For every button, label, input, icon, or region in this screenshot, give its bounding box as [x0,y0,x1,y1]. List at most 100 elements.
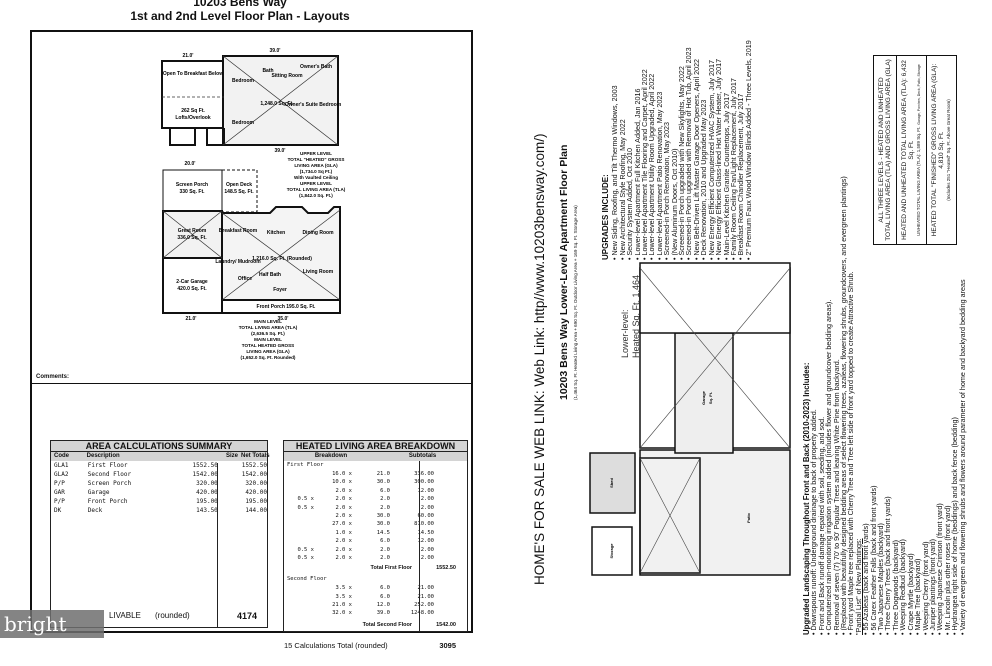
upgrades-title: UPGRADES INCLUDE: [601,174,610,260]
lower-level-page: HOME'S FOR SALE WEB LINK: Web Link: http… [490,0,992,638]
table-cell [284,520,314,528]
loft-area: 262 Sq Ft. [181,108,205,114]
patio-label: Patio [746,513,751,523]
table-cell: 2.00 [420,504,434,511]
first-total: 1552.50 [436,565,456,572]
table-cell: Second Floor [87,471,132,478]
level-note: TOTAL HEATED GROSS [242,343,295,348]
table-cell [284,512,314,520]
table-cell: 2.0 x [335,496,352,503]
list-item: • 2" Premium Faux Wood Window Blinds Add… [743,40,753,260]
lower-level-floor-plan: Storage Shed Garage Patio Sq. Ft. [589,262,791,576]
upper-area: 1,248.0 Sq. Ft. [260,101,294,107]
great-room-area: 336.0 Sq. Ft. [177,235,207,241]
sitting-room-label: Sitting Room [271,73,303,79]
comments-label: Comments: [36,374,70,380]
table-cell: 2.00 [420,546,434,553]
owners-bath-label: Owner's Bath [300,64,332,70]
second-floor-label: Second Floor [287,576,327,583]
divider [30,383,473,384]
table-cell: 1.0 x [335,529,352,536]
main-dim-top: 20.0' [185,161,196,167]
level-note: TOTAL LIVING AREA (TLA) [239,325,298,330]
web-link[interactable]: HOME'S FOR SALE WEB LINK: Web Link: http… [532,133,547,586]
table-row: 0.5 x 2.0 x 2.0 2.00 [284,546,467,554]
table-cell: Garage [87,489,110,496]
table-cell: 320.00 [196,480,218,487]
table-cell: P/P [54,498,65,505]
summary-header: Size [225,453,238,459]
half-bath-label: Half Bath [259,272,281,278]
dining-label: Dining Room [302,230,334,236]
table-cell: 2.0 x [335,546,352,553]
landscaping-list: Upgraded Landscaping Throughout Front an… [802,176,967,635]
areas-head2: TOTAL LIVING AREA (TLA) AND GROSS LIVING… [885,59,892,241]
gla-note: (Includes 251 "Heated" Sq. Ft. Above Gre… [946,99,951,201]
table-cell: 12.0 [376,602,390,609]
living-label: Living Room [303,269,334,275]
table-cell: 2.0 [380,546,390,553]
table-cell [284,487,314,495]
table-cell: 195.00 [245,498,267,505]
table-cell: 1542.00 [241,471,267,478]
level-note: TOTAL "HEATED" GROSS [288,157,345,162]
page-subtitle: 1st and 2nd Level Floor Plan - Layouts [130,9,350,23]
table-cell: Deck [87,507,103,514]
col-breakdown: Breakdown [314,453,348,459]
table-cell: 144.00 [245,507,267,514]
col-subtotals: Subtotals [408,453,437,459]
bedroom-label: Bedroom [232,78,255,84]
dim-bottom: 39.0' [275,148,286,154]
table-cell: 16.0 x [332,471,352,477]
table-cell: 420.00 [196,489,218,496]
level-note: TOTAL LIVING AREA (TLA) [287,187,346,192]
table-cell: 30.0 [376,521,390,528]
table-cell: 21.0 x [332,602,352,609]
table-cell: 1552.50 [192,462,218,469]
list-item-text: Variety of evergreen and flowering shrub… [957,279,967,631]
main-dim-br: 35.0' [278,316,289,322]
table-cell: 2.0 [380,496,390,503]
table-cell [284,537,314,545]
screen-porch-area: 330 Sq. Ft. [179,189,205,195]
apartment-title: 10203 Bens Way Lower-Level Apartment Flo… [558,144,570,400]
breakdown-title: HEATED LIVING AREA BREAKDOWN [284,441,467,452]
table-cell: 3.5 x [335,593,352,600]
table-cell: DK [54,507,62,514]
table-cell: 10.0 x [332,479,352,486]
office-label: Office [238,276,252,282]
table-cell: 252.00 [414,602,434,609]
livable-label: LIVABLE [109,611,141,620]
table-cell: 21.0 [376,471,390,477]
table-cell [284,609,314,617]
table-cell: Screen Porch [87,480,132,487]
table-cell: GLA1 [54,462,69,469]
table-cell: 0.5 x [297,546,314,553]
first-floor-label: First Floor [287,462,324,468]
gla-total: HEATED TOTAL "FINISHED" GROSS LIVING ARE… [931,63,945,237]
front-porch-label: Front Porch 195.0 Sq. Ft. [257,304,317,310]
table-cell: P/P [54,480,65,487]
page-title: 10203 Bens Way [193,0,287,9]
calc-total-label: 15 Calculations Total (rounded) [284,640,388,650]
garage-label: 2-Car Garage [176,279,208,285]
table-cell: 2.0 x [335,538,352,545]
tla-total: HEATED AND UNHEATED TOTAL LIVING AREA (T… [901,60,915,240]
table-cell [284,470,314,478]
calc-total: 3095 [439,640,456,650]
table-cell: GLA2 [54,471,69,478]
upgrades-list: UPGRADES INCLUDE: • New Siding, Roofing,… [601,40,753,260]
level-note: MAIN LEVEL [254,337,282,342]
